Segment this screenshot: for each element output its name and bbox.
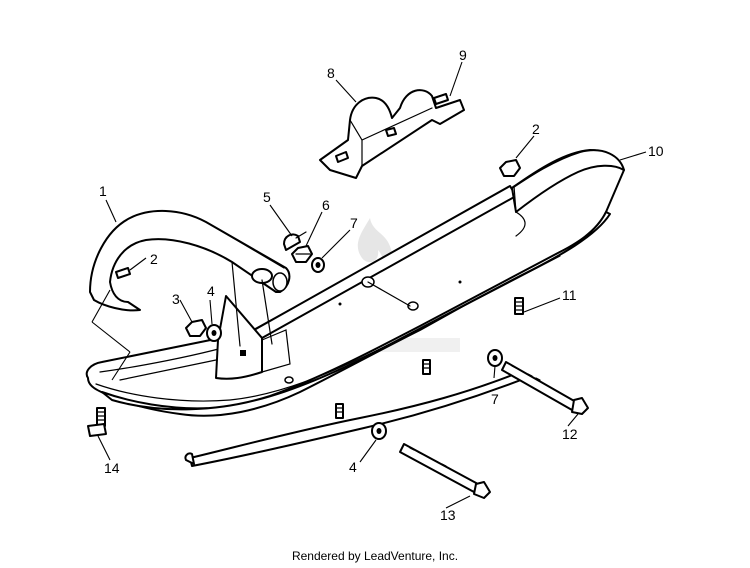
- callout-7-lower: 7: [491, 391, 499, 407]
- callout-4-lower: 4: [349, 459, 357, 475]
- callout-3: 3: [172, 291, 180, 307]
- ski-body: [85, 149, 625, 417]
- leader-lines: [91, 61, 647, 509]
- washer-rear-upper: [206, 324, 222, 342]
- callout-11: 11: [562, 287, 577, 303]
- callout-6: 6: [322, 197, 330, 213]
- nut-front: [499, 159, 521, 177]
- callout-4-upper: 4: [207, 283, 215, 299]
- ski-loop: [89, 210, 291, 347]
- washer-front-lower: [487, 349, 503, 367]
- callout-1: 1: [99, 183, 107, 199]
- ski-saddle: [319, 89, 465, 179]
- stud-front: [514, 297, 524, 315]
- bolt-front: [501, 361, 589, 415]
- screw-rear: [87, 407, 107, 437]
- cotter-pin: [283, 231, 307, 251]
- callout-14: 14: [104, 460, 120, 476]
- callout-8: 8: [327, 65, 335, 81]
- washer-upper: [311, 257, 325, 273]
- front-mount-hole: [407, 301, 419, 311]
- stud-middle: [422, 359, 431, 375]
- callout-12: 12: [562, 426, 578, 442]
- callout-2-front: 2: [532, 121, 540, 137]
- callout-10: 10: [648, 143, 664, 159]
- callout-numbers: 1 2 2 3 4 4 5 6 7 7 8 9 10 11 12 13 14: [99, 47, 664, 523]
- callout-2-loop: 2: [150, 251, 158, 267]
- callout-5: 5: [263, 189, 271, 205]
- castle-nut: [291, 245, 313, 263]
- bolt-rear: [399, 443, 491, 499]
- stud-rear: [335, 403, 344, 419]
- callout-9: 9: [459, 47, 467, 63]
- footer-credit: Rendered by LeadVenture, Inc.: [291, 549, 459, 563]
- rear-mount-hole: [284, 376, 294, 384]
- washer-rear-lower: [371, 422, 387, 440]
- callout-13: 13: [440, 507, 456, 523]
- callout-7-upper: 7: [350, 215, 358, 231]
- nut-rear: [185, 319, 207, 337]
